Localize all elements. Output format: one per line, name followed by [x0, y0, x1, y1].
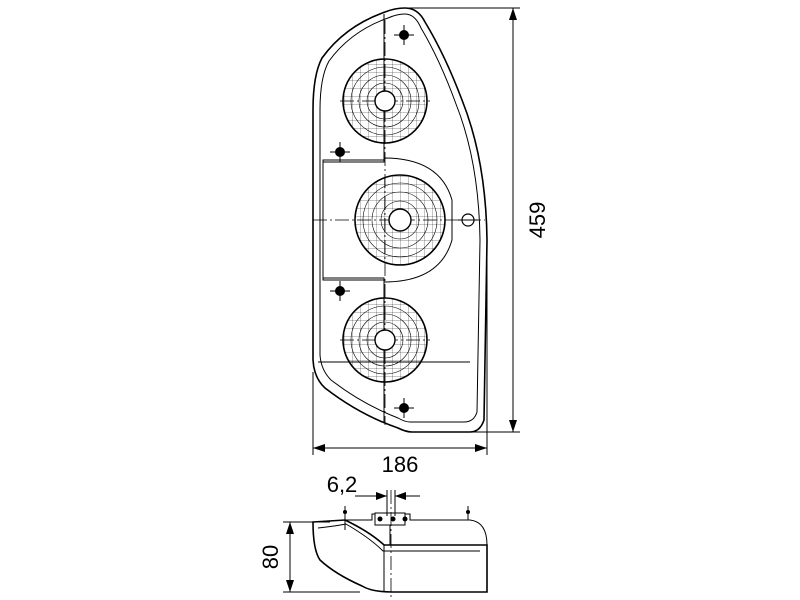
width-dimension: 186 — [312, 240, 488, 477]
bulb-socket — [374, 90, 396, 112]
depth-dimension: 80 — [258, 521, 360, 593]
width-label: 186 — [382, 452, 419, 477]
lamp-side-profile — [312, 519, 488, 593]
mounting-stud-lower-left — [330, 281, 350, 301]
mounting-stud-bottom — [394, 398, 414, 418]
mounting-stud-top — [394, 25, 414, 45]
rear-housing-block — [345, 513, 488, 546]
lamp-housing-outline — [312, 7, 488, 433]
lens-inner-outline — [319, 13, 481, 423]
height-label: 459 — [525, 202, 550, 239]
upper-lamp-chamber — [342, 58, 428, 144]
mounting-stud-upper-left — [330, 142, 350, 162]
side-view: 80 6,2 — [258, 472, 488, 600]
middle-lamp-chamber — [354, 174, 446, 266]
offset-dimension: 6,2 — [327, 472, 420, 516]
bulb-socket — [388, 208, 412, 232]
depth-label: 80 — [258, 545, 283, 569]
front-view: 459 186 — [312, 7, 550, 477]
offset-label: 6,2 — [327, 472, 358, 497]
height-dimension: 459 — [405, 7, 550, 433]
mounting-stud-right — [458, 213, 478, 227]
lower-lamp-chamber — [342, 297, 428, 383]
center-chamber-outline — [322, 157, 453, 283]
bulb-socket — [374, 329, 396, 351]
lens-side-outline — [317, 523, 480, 552]
